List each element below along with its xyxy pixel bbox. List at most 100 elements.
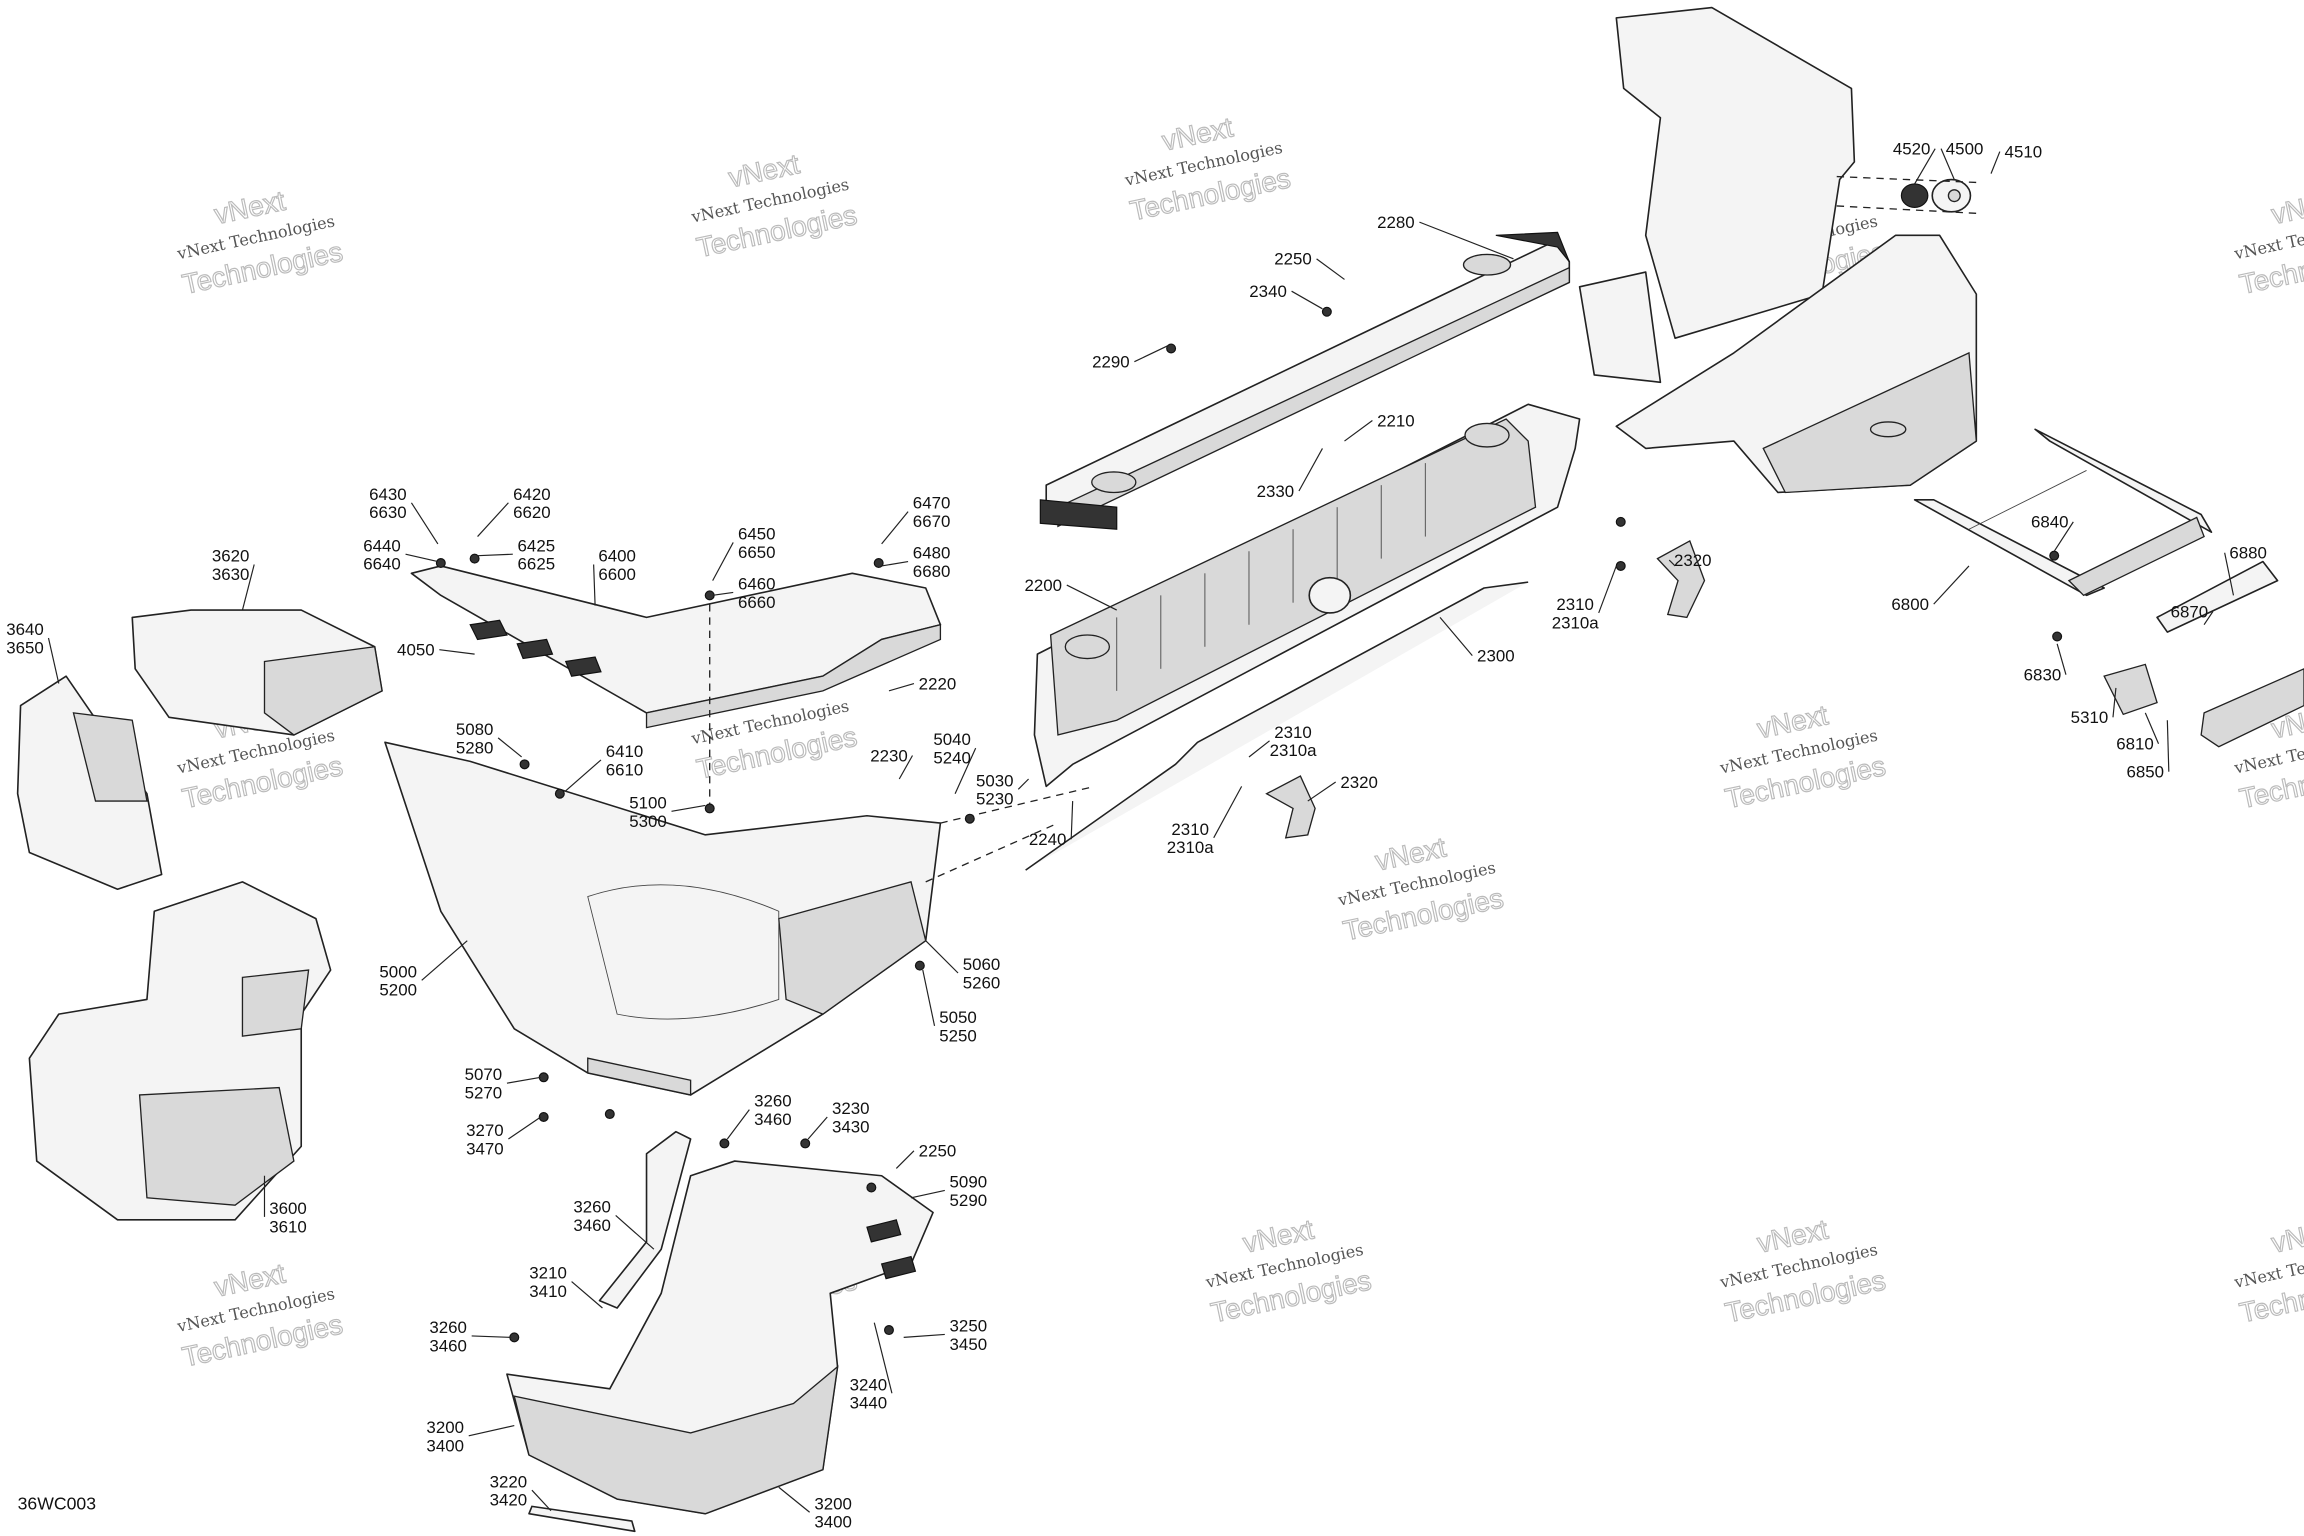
- leader-line: [1316, 258, 1345, 280]
- part-number-callout: 5260: [963, 973, 1001, 992]
- part-number-callout: 5080: [456, 720, 494, 739]
- part-number-callout: 3600: [269, 1199, 307, 1218]
- part-number-callout: 3270: [466, 1121, 504, 1140]
- leader-line: [903, 1333, 945, 1338]
- leader-line: [922, 969, 936, 1026]
- part-number-callout: 3610: [269, 1217, 307, 1236]
- leader-line: [895, 1150, 915, 1169]
- part-number-callout: 6620: [513, 503, 551, 522]
- leader-line: [468, 1424, 515, 1437]
- part-number-callout: 6625: [518, 555, 556, 574]
- leader-line: [565, 759, 602, 792]
- part-number-callout: 6425: [518, 536, 556, 555]
- part-number-callout: 6800: [1891, 595, 1929, 614]
- leader-line: [421, 940, 468, 981]
- part-number-callout: 2210: [1377, 411, 1415, 430]
- part-number-callout: 3650: [6, 638, 44, 657]
- leader-line: [1439, 617, 1473, 656]
- leader-line: [1307, 781, 1337, 802]
- part-number-callout: 2240: [1029, 830, 1067, 849]
- part-number-callout: 4520: [1893, 140, 1931, 159]
- part-number-callout: 6680: [913, 562, 951, 581]
- leader-line: [410, 502, 439, 545]
- part-number-callout: 6810: [2116, 735, 2154, 754]
- part-main-housing: [1033, 403, 1581, 788]
- leader-line: [439, 649, 475, 655]
- leader-line: [405, 553, 439, 563]
- leader-line: [712, 591, 734, 596]
- part-bracket-2320-upper: [1656, 540, 1706, 619]
- leader-line: [1598, 565, 1617, 614]
- leader-line: [1914, 148, 1936, 185]
- leader-line: [888, 682, 915, 692]
- part-bracket-2320-lower: [1265, 775, 1316, 839]
- part-number-callout: 2200: [1024, 576, 1062, 595]
- part-number-callout: 6670: [913, 512, 951, 531]
- leader-line: [898, 755, 914, 780]
- part-number-callout: 2310: [1556, 595, 1594, 614]
- part-number-callout: 3450: [950, 1335, 988, 1354]
- part-number-callout: 2310a: [1270, 741, 1318, 760]
- part-number-callout: 2310: [1171, 820, 1209, 839]
- part-number-callout: 4500: [1946, 140, 1984, 159]
- part-number-callout: 3430: [832, 1117, 870, 1136]
- part-number-callout: 5230: [976, 790, 1014, 809]
- part-cover-3600: [28, 881, 332, 1221]
- leader-line: [593, 564, 596, 606]
- part-number-callout: 6440: [363, 536, 401, 555]
- callout-labels: 2280225023402290221023302200230023102310…: [6, 140, 2267, 1532]
- part-number-callout: 3220: [490, 1472, 528, 1491]
- part-number-callout: 6880: [2229, 544, 2267, 563]
- part-number-callout: 5250: [939, 1026, 977, 1045]
- watermark-text: vNext: [2269, 185, 2304, 230]
- part-number-callout: 3400: [426, 1436, 464, 1455]
- part-number-callout: 2340: [1249, 282, 1287, 301]
- fasteners: [435, 306, 2063, 1343]
- part-number-callout: 3400: [814, 1513, 852, 1532]
- part-number-callout: 5270: [465, 1084, 503, 1103]
- part-number-callout: 2310a: [1552, 613, 1600, 632]
- part-number-callout: 6830: [2024, 666, 2062, 685]
- part-top-cover: [1039, 231, 1571, 530]
- leader-line: [881, 560, 909, 567]
- leader-line: [47, 637, 60, 684]
- part-number-callout: 2320: [1340, 773, 1378, 792]
- leader-line: [506, 1076, 541, 1084]
- part-number-callout: 5310: [2071, 708, 2109, 727]
- part-number-callout: 6640: [363, 555, 401, 574]
- leader-line: [954, 747, 977, 794]
- part-number-callout: 3420: [490, 1491, 528, 1510]
- part-number-callout: 3410: [529, 1282, 567, 1301]
- part-number-callout: 2310a: [1167, 838, 1215, 857]
- leader-line: [1066, 584, 1117, 611]
- leader-line: [2203, 611, 2214, 626]
- part-number-callout: 3260: [429, 1318, 467, 1337]
- part-number-callout: 5090: [950, 1173, 988, 1192]
- leader-line: [712, 542, 734, 581]
- part-number-callout: 6610: [606, 760, 644, 779]
- leader-line: [497, 737, 523, 758]
- part-number-callout: 3440: [850, 1394, 888, 1413]
- leader-line: [873, 1322, 893, 1394]
- leader-line: [1248, 740, 1270, 758]
- part-number-callout: 2230: [870, 746, 908, 765]
- leader-line: [1933, 565, 1970, 605]
- part-number-callout: 6400: [598, 547, 636, 566]
- part-number-callout: 5070: [465, 1065, 503, 1084]
- watermark-text: vNext: [2269, 1213, 2304, 1258]
- part-number-callout: 6650: [738, 543, 776, 562]
- part-number-callout: 3640: [6, 620, 44, 639]
- part-number-callout: 3200: [814, 1494, 852, 1513]
- leader-line: [615, 1214, 655, 1250]
- leader-lines: [47, 148, 2235, 1513]
- leader-line: [2144, 712, 2160, 744]
- leader-line: [1291, 290, 1323, 310]
- leader-line: [1070, 801, 1074, 840]
- part-cover-3620: [131, 609, 383, 736]
- leader-line: [671, 804, 706, 812]
- part-number-callout: 3210: [529, 1264, 567, 1283]
- part-tray-frame: [1913, 428, 2304, 748]
- part-rod: [1025, 581, 1529, 871]
